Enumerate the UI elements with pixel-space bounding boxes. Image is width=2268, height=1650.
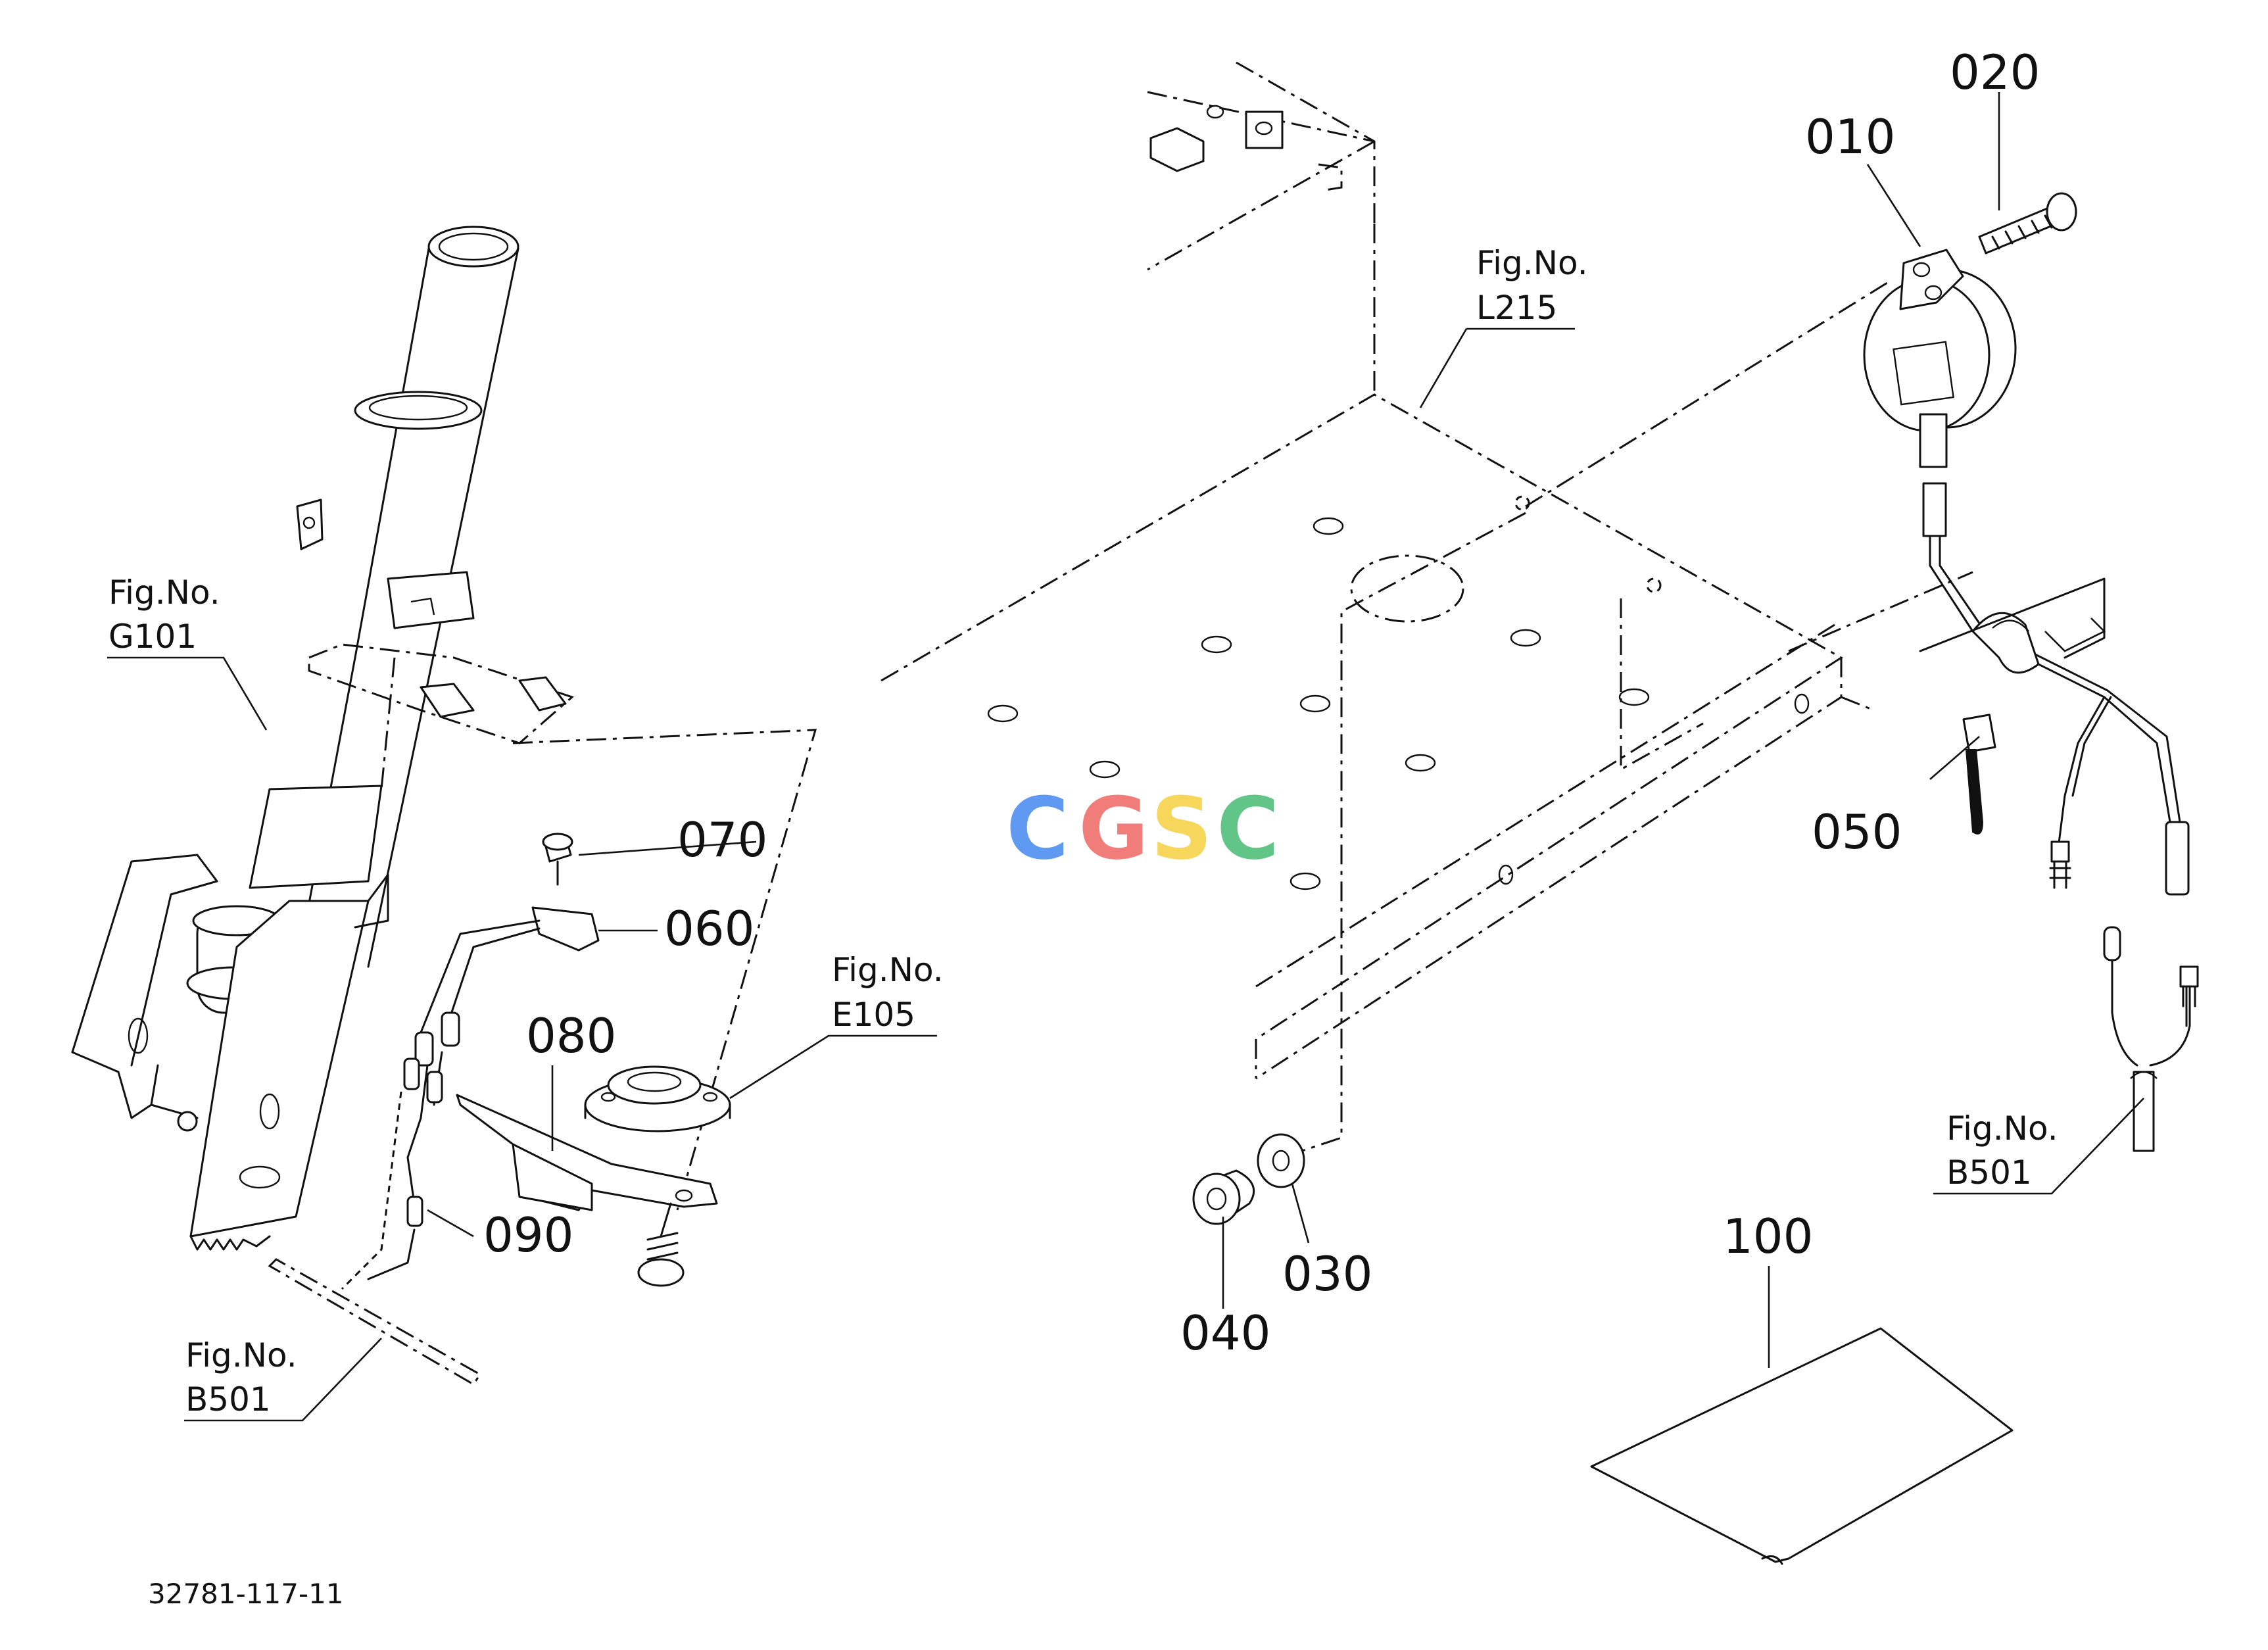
fig-label-b501-right: Fig.No. bbox=[1946, 1109, 2058, 1148]
callout-090: 090 bbox=[483, 1207, 573, 1263]
fig-number-b501-right: B501 bbox=[1946, 1153, 2032, 1192]
frame-panel bbox=[881, 61, 1888, 1159]
callout-060: 060 bbox=[664, 901, 754, 956]
washer-parts bbox=[1192, 1133, 1305, 1225]
watermark-letter: S bbox=[1151, 779, 1213, 879]
watermark-logo: C G S C bbox=[1006, 779, 1279, 879]
fig-number-l215: L215 bbox=[1476, 289, 1557, 327]
fig-number-g101: G101 bbox=[109, 618, 197, 656]
steering-column-assembly bbox=[71, 226, 817, 1251]
callout-070: 070 bbox=[677, 812, 767, 867]
leader-lines bbox=[107, 92, 2144, 1422]
watermark-letter: C bbox=[1217, 779, 1279, 879]
switch-harness-group bbox=[268, 833, 731, 1386]
horn-assembly bbox=[1788, 192, 2199, 1152]
callout-030: 030 bbox=[1282, 1246, 1372, 1301]
figure-references: Fig.No. G101 Fig.No. L215 Fig.No. E105 F… bbox=[109, 244, 2058, 1419]
callout-050: 050 bbox=[1812, 804, 1902, 860]
fig-label-e105: Fig.No. bbox=[832, 951, 944, 989]
callout-010: 010 bbox=[1805, 109, 1895, 164]
callout-040: 040 bbox=[1180, 1305, 1270, 1361]
fig-number-b501-left: B501 bbox=[185, 1380, 271, 1419]
callout-100: 100 bbox=[1723, 1209, 1813, 1264]
callout-080: 080 bbox=[526, 1008, 616, 1063]
fig-label-g101: Fig.No. bbox=[109, 573, 220, 612]
callout-020: 020 bbox=[1950, 45, 2040, 100]
watermark-letter: C bbox=[1006, 779, 1069, 879]
drawing-number: 32781-117-11 bbox=[148, 1578, 344, 1610]
manual-sheet bbox=[1590, 1327, 2014, 1565]
fig-label-l215: Fig.No. bbox=[1476, 244, 1588, 282]
callout-numbers: 010 020 030 040 050 060 070 080 090 100 bbox=[483, 45, 2040, 1361]
watermark-letter: G bbox=[1078, 779, 1149, 879]
fig-number-e105: E105 bbox=[832, 996, 915, 1034]
fig-label-b501-left: Fig.No. bbox=[185, 1336, 297, 1374]
